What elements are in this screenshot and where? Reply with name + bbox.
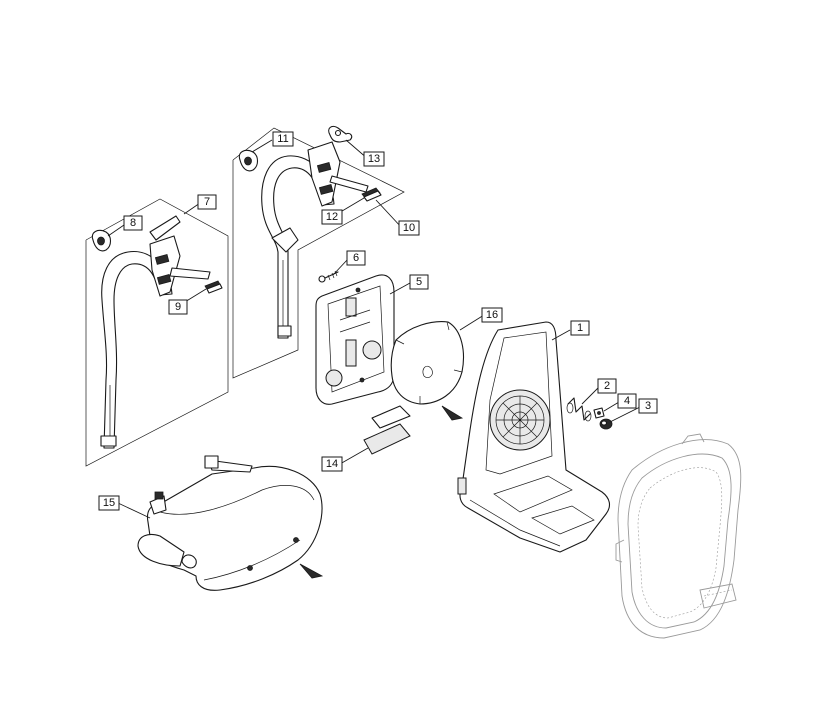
- pads-part-14: [363, 405, 411, 455]
- part-label-15: 15: [98, 495, 120, 511]
- part-label-11: 11: [272, 131, 294, 147]
- knob-part-3: [599, 418, 613, 430]
- assembly-arrow-frame: [441, 405, 464, 421]
- leader-lines: [107, 139, 641, 519]
- part-label-1: 1: [570, 320, 590, 336]
- svg-text:12: 12: [326, 211, 338, 223]
- svg-text:5: 5: [416, 276, 422, 288]
- svg-text:13: 13: [368, 153, 380, 165]
- backpack-frame-part-1: [457, 321, 611, 553]
- part-label-16: 16: [481, 307, 503, 323]
- fan-grille: [495, 395, 545, 445]
- gasket-disc-part-16: [390, 321, 465, 405]
- part-label-5: 5: [409, 274, 429, 290]
- part-label-10: 10: [398, 220, 420, 236]
- svg-text:14: 14: [326, 458, 338, 470]
- clip-part-12: [361, 187, 382, 202]
- svg-text:4: 4: [624, 395, 630, 407]
- svg-text:3: 3: [645, 400, 651, 412]
- part-label-8: 8: [123, 215, 143, 231]
- group-box-part-7: [85, 198, 229, 467]
- shoulder-strap-part-7: [100, 215, 211, 449]
- shoulder-strap-part-10: [261, 141, 369, 339]
- spring-part-2: [566, 397, 592, 422]
- part-label-6: 6: [346, 250, 366, 266]
- svg-text:6: 6: [353, 252, 359, 264]
- part-label-7: 7: [197, 194, 217, 210]
- svg-text:9: 9: [175, 301, 181, 313]
- blower-housing: [615, 433, 742, 639]
- part-label-14: 14: [321, 456, 343, 472]
- svg-text:8: 8: [130, 217, 136, 229]
- hip-belt-part-15: [137, 455, 323, 591]
- part-label-3: 3: [638, 398, 658, 414]
- part-label-4: 4: [617, 393, 637, 409]
- svg-text:10: 10: [403, 222, 415, 234]
- hook-clip-part-13: [328, 125, 353, 143]
- svg-text:11: 11: [277, 133, 288, 145]
- part-label-13: 13: [363, 151, 385, 167]
- svg-text:7: 7: [204, 196, 210, 208]
- svg-text:2: 2: [604, 380, 610, 392]
- svg-text:15: 15: [103, 497, 115, 509]
- part-label-12: 12: [321, 209, 343, 225]
- part-label-9: 9: [168, 299, 188, 315]
- clip-part-9: [204, 280, 223, 294]
- assembly-arrow-belt: [299, 563, 324, 579]
- part-label-2: 2: [597, 378, 617, 394]
- buckle-part-8: [91, 229, 112, 252]
- back-plate-part-5: [315, 274, 395, 405]
- svg-text:1: 1: [577, 322, 583, 334]
- screw-part-6: [318, 270, 339, 283]
- svg-text:16: 16: [486, 309, 498, 321]
- group-box-part-10: [232, 127, 405, 379]
- buckle-part-11: [238, 149, 259, 172]
- nut-part-4: [593, 407, 605, 419]
